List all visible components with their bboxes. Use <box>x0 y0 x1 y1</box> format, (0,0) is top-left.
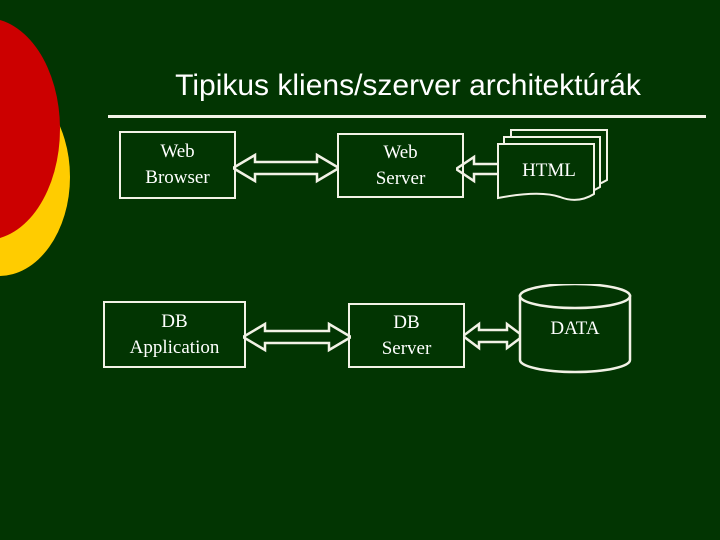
node-db-application[interactable]: DB Application <box>103 301 246 368</box>
node-web-browser[interactable]: Web Browser <box>119 131 236 199</box>
node-db-server-line1: DB <box>393 311 420 333</box>
node-web-server[interactable]: Web Server <box>337 133 464 198</box>
node-db-server-line2: Server <box>381 337 432 359</box>
node-web-server-line2: Server <box>375 167 426 189</box>
connector-dbapp-dbserver-bidirectional-arrow <box>240 319 354 355</box>
node-web-browser-line2: Browser <box>145 167 210 188</box>
node-data-cylinder[interactable]: DATA <box>518 282 632 374</box>
node-db-server[interactable]: DB Server <box>348 303 465 368</box>
node-db-application-line2: Application <box>129 336 220 358</box>
node-html-document-stack[interactable]: HTML <box>495 128 621 208</box>
connector-dbserver-data-bidirectional-arrow <box>460 318 526 354</box>
slide-title: Tipikus kliens/szerver architektúrák <box>175 69 641 102</box>
title-underline-rule <box>108 115 706 118</box>
connector-browser-server-bidirectional-arrow <box>230 150 342 186</box>
node-web-server-line1: Web <box>383 141 418 163</box>
node-web-browser-line1: Web <box>160 141 195 162</box>
node-db-application-line1: DB <box>161 310 188 332</box>
